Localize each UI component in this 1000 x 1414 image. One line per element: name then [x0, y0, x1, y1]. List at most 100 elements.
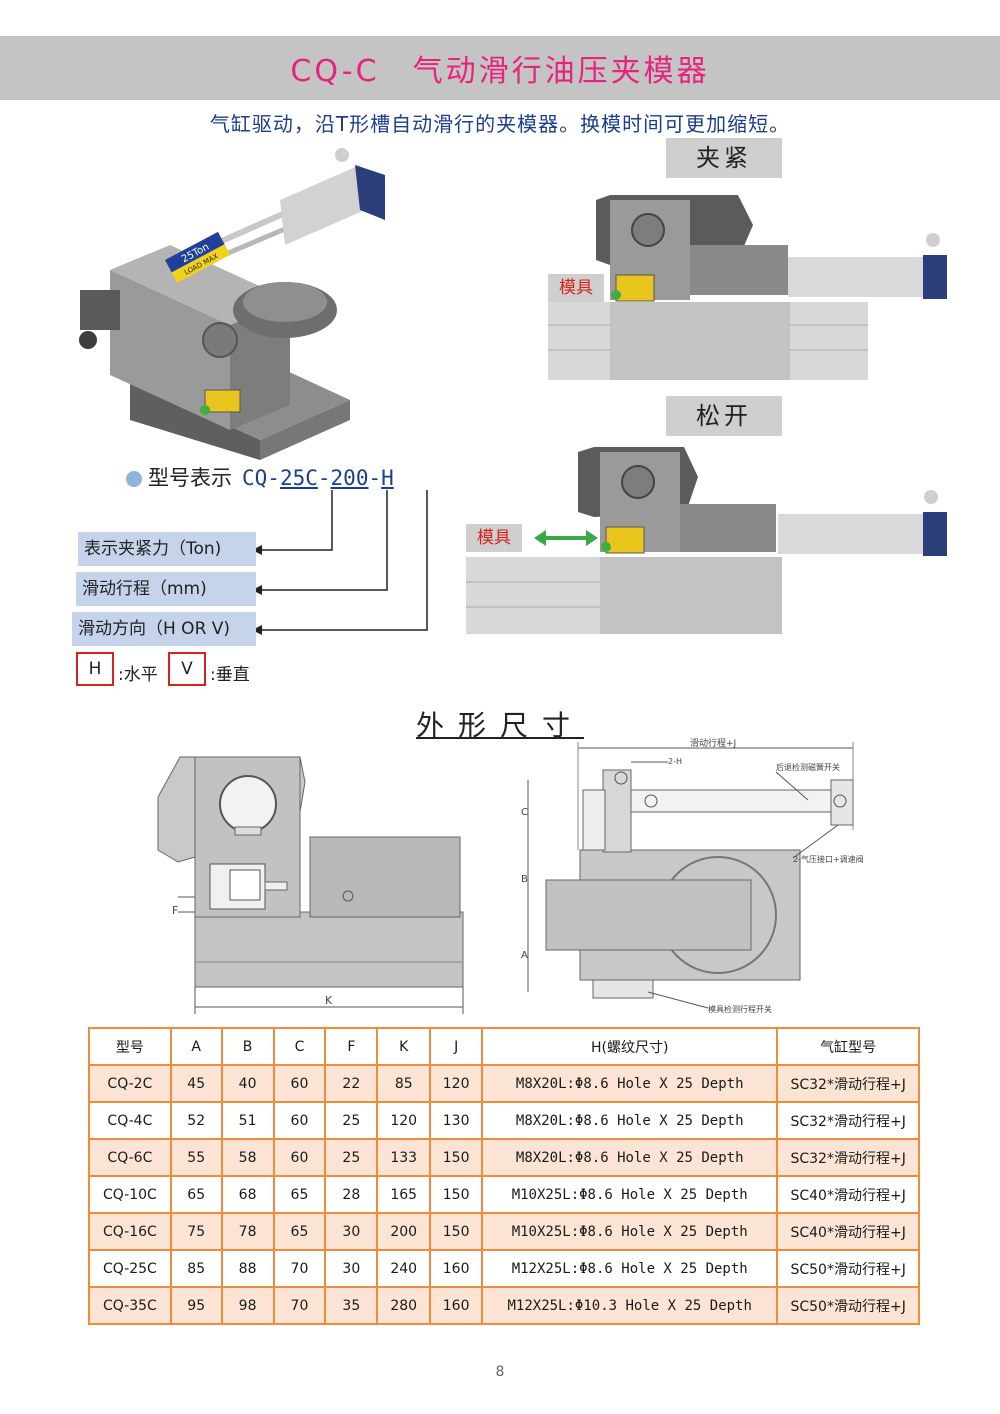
- table-cell: 85: [376, 1064, 432, 1103]
- table-cell: CQ-35C: [88, 1286, 172, 1325]
- table-cell: 30: [324, 1249, 379, 1288]
- v-letter-box: V: [168, 652, 206, 686]
- model-code: CQ-25C-200-H: [242, 466, 394, 490]
- legend-stroke: 滑动行程（mm): [76, 572, 256, 606]
- h-letter-box: H: [76, 652, 114, 686]
- table-cell: 25: [324, 1101, 379, 1140]
- dim-label-a: A: [521, 950, 528, 961]
- dim-label-b: B: [521, 874, 528, 885]
- code-part-force: 25C: [279, 466, 318, 490]
- table-cell: 52: [169, 1101, 223, 1140]
- table-cell: 200: [376, 1212, 432, 1251]
- table-cell: 60: [272, 1064, 327, 1103]
- table-cell: CQ-25C: [88, 1249, 172, 1288]
- table-cell: 130: [429, 1101, 484, 1140]
- table-cell: CQ-16C: [88, 1212, 172, 1251]
- page-subtitle: 气缸驱动，沿T形槽自动滑行的夹模器。换模时间可更加缩短。: [209, 112, 791, 136]
- table-cell: 35: [324, 1286, 379, 1325]
- table-cell: 280: [376, 1286, 432, 1325]
- table-cell: CQ-6C: [88, 1138, 172, 1177]
- table-cell: 133: [376, 1138, 432, 1177]
- mold-tag-clamp: 模具: [548, 274, 604, 302]
- table-cell: 22: [324, 1064, 379, 1103]
- code-part-sep1: -: [317, 466, 331, 490]
- table-cell: M10X25L:Φ8.6 Hole X 25 Depth: [481, 1175, 779, 1214]
- clamp-state-illustration: [548, 195, 947, 380]
- table-cell: 160: [429, 1249, 484, 1288]
- release-state-illustration: [466, 447, 947, 634]
- table-cell: CQ-10C: [88, 1175, 172, 1214]
- table-cell: SC32*滑动行程+J: [776, 1064, 920, 1103]
- table-cell: 150: [429, 1212, 484, 1251]
- table-cell: 95: [169, 1286, 223, 1325]
- table-cell: M12X25L:Φ8.6 Hole X 25 Depth: [481, 1249, 779, 1288]
- table-cell: 85: [169, 1249, 223, 1288]
- col-header: 型号: [88, 1027, 172, 1066]
- table-cell: 25: [324, 1138, 379, 1177]
- code-part-direction: H: [381, 466, 394, 490]
- table-cell: 160: [429, 1286, 484, 1325]
- model-heading: 型号表示: [148, 466, 232, 490]
- table-cell: SC50*滑动行程+J: [776, 1286, 920, 1325]
- table-cell: 51: [220, 1101, 275, 1140]
- table-cell: SC32*滑动行程+J: [776, 1138, 920, 1177]
- table-cell: 150: [429, 1138, 484, 1177]
- clamp-label: 夹紧: [666, 138, 782, 178]
- side-view-drawing: F K: [157, 756, 464, 1014]
- table-cell: 68: [220, 1175, 275, 1214]
- col-header: J: [429, 1027, 484, 1066]
- table-cell: 120: [376, 1101, 432, 1140]
- dimensions-title: 外形尺寸: [415, 709, 584, 742]
- table-cell: 240: [376, 1249, 432, 1288]
- table-cell: CQ-2C: [88, 1064, 172, 1103]
- title-bar: [0, 36, 1000, 100]
- table-cell: 55: [169, 1138, 223, 1177]
- legend-direction: 滑动方向（H OR V): [72, 612, 256, 646]
- table-cell: 28: [324, 1175, 379, 1214]
- table-cell: 70: [272, 1286, 327, 1325]
- legend-force: 表示夹紧力（Ton): [78, 532, 256, 566]
- table-cell: 58: [220, 1138, 275, 1177]
- code-part-stroke: 200: [330, 466, 369, 490]
- table-cell: M10X25L:Φ8.6 Hole X 25 Depth: [481, 1212, 779, 1251]
- top-view-drawing: 滑动行程+J C B A 2-H 后退检测磁簧开关 2-气压接口+调速阀 模具检…: [521, 737, 864, 1014]
- table-cell: M8X20L:Φ8.6 Hole X 25 Depth: [481, 1101, 779, 1140]
- dim-label-2h: 2-H: [668, 757, 682, 766]
- legend-connectors: [252, 490, 428, 635]
- dim-label-c: C: [521, 807, 528, 818]
- table-cell: SC40*滑动行程+J: [776, 1175, 920, 1214]
- table-cell: 70: [272, 1249, 327, 1288]
- col-header: K: [376, 1027, 432, 1066]
- table-cell: CQ-4C: [88, 1101, 172, 1140]
- table-cell: 88: [220, 1249, 275, 1288]
- dim-label-rear-switch: 后退检测磁簧开关: [776, 762, 840, 772]
- dim-label-mold-switch: 模具检测行程开关: [708, 1004, 772, 1014]
- table-cell: M8X20L:Φ8.6 Hole X 25 Depth: [481, 1138, 779, 1177]
- dim-label-air-port: 2-气压接口+调速阀: [793, 854, 864, 864]
- release-label: 松开: [666, 396, 782, 436]
- page-title: CQ-C 气动滑行油压夹模器: [290, 54, 710, 89]
- table-cell: 165: [376, 1175, 432, 1214]
- col-header: C: [272, 1027, 327, 1066]
- table-cell: M8X20L:Φ8.6 Hole X 25 Depth: [481, 1064, 779, 1103]
- table-cell: SC32*滑动行程+J: [776, 1101, 920, 1140]
- table-cell: 150: [429, 1175, 484, 1214]
- table-cell: 120: [429, 1064, 484, 1103]
- table-cell: 98: [220, 1286, 275, 1325]
- bullet-dot: [126, 471, 142, 487]
- table-cell: 65: [272, 1175, 327, 1214]
- page-number: 8: [495, 1364, 505, 1380]
- dim-label-stroke: 滑动行程+J: [690, 737, 736, 749]
- code-part-sep2: -: [368, 466, 382, 490]
- table-cell: 65: [272, 1212, 327, 1251]
- code-part-prefix: CQ-: [242, 466, 280, 490]
- table-cell: 75: [169, 1212, 223, 1251]
- h-text: :水平: [118, 665, 158, 685]
- v-text: :垂直: [210, 665, 250, 685]
